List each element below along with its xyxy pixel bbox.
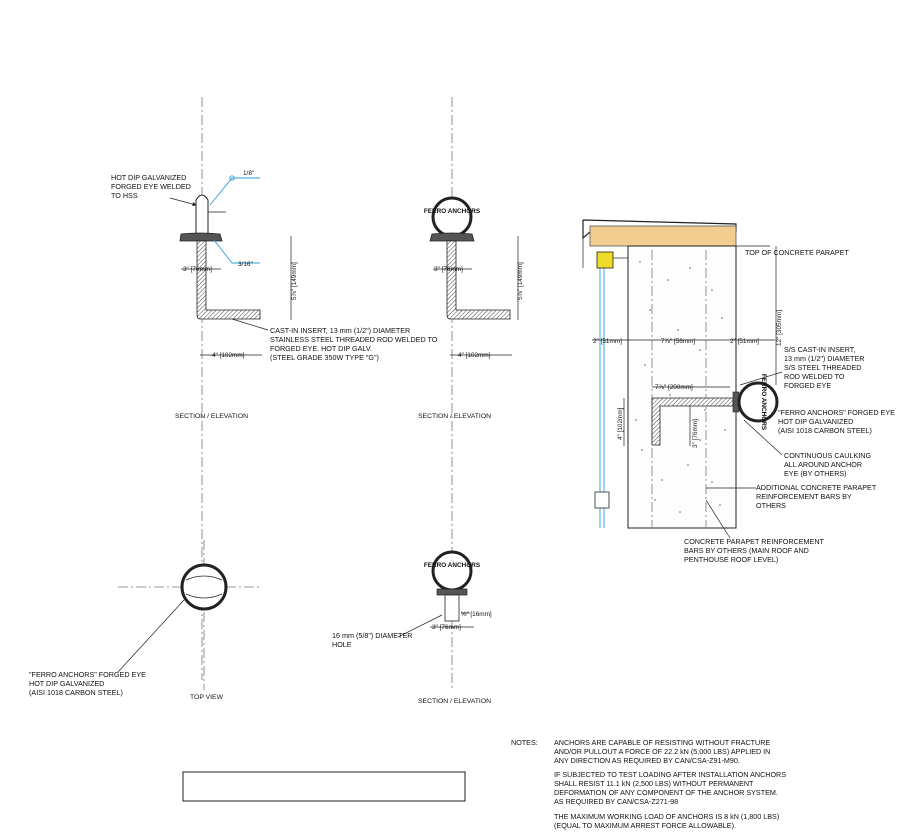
anchor-eye-parapet	[737, 381, 779, 423]
insert-leader	[739, 371, 783, 386]
notes-heading: NOTES:	[511, 738, 538, 747]
note-1: ANCHORS ARE CAPABLE OF RESISTING WITHOUT…	[554, 738, 772, 765]
view-top: "FERRO ANCHORS" FORGED EYE HOT DIP GALVA…	[29, 540, 262, 701]
top-view-note: "FERRO ANCHORS" FORGED EYE HOT DIP GALVA…	[29, 670, 148, 697]
dim-width: 3" [76mm]	[434, 266, 463, 273]
top-of-parapet-label: TOP OF CONCRETE PARAPET	[745, 248, 849, 257]
forged-eye-hss	[195, 194, 209, 239]
threaded-rod-section	[446, 240, 511, 320]
eye-brand-text: FERRO ANCHORS	[760, 374, 767, 431]
dim-thick: ⅝" [16mm]	[461, 611, 492, 618]
view-section-hss: 1/8" 3/16" HOT DIP GALVANIZED FORGED EYE…	[111, 97, 439, 680]
top-bracket	[596, 251, 614, 269]
parapet-insert-note: S/S CAST-IN INSERT, 13 mm (1/2") DIAMETE…	[784, 345, 866, 390]
hole-note: 16 mm (5/8") DIAMETER HOLE	[332, 631, 414, 649]
dim-12: 12" [305mm]	[776, 310, 783, 346]
parapet-eye-note: "FERRO ANCHORS" FORGED EYE HOT DIP GALVA…	[778, 408, 897, 435]
dim-7-7-8: 7⅞" [200mm]	[655, 384, 693, 391]
weld-all-around-icon	[229, 175, 235, 181]
eye-inner-lines	[185, 575, 223, 599]
wood-cap	[589, 225, 737, 247]
dim-2-right: 2" [51mm]	[730, 338, 759, 345]
note-leader	[117, 599, 185, 673]
weld-size-bottom: 3/16"	[238, 261, 253, 268]
eye-brand-text: FERRO ANCHORS	[424, 208, 481, 215]
eye-shank	[444, 594, 460, 622]
forged-eye	[431, 196, 473, 238]
note-3: THE MAXIMUM WORKING LOAD OF ANCHORS IS 8…	[554, 812, 781, 830]
dim-width: 3" [76mm]	[432, 624, 461, 631]
parapet-rebar-note: ADDITIONAL CONCRETE PARAPET REINFORCEMEN…	[756, 483, 878, 510]
insert-leader	[231, 318, 269, 331]
dim-height: 5⅞" [149mm]	[291, 262, 298, 300]
hole-leader	[397, 614, 443, 638]
dim-7-8: 7⅞" [56mm]	[661, 338, 695, 345]
caption-top-view: TOP VIEW	[190, 694, 224, 701]
dim-2-left: 2" [51mm]	[593, 338, 622, 345]
concrete-speckle	[635, 261, 726, 513]
dim-3: 3" [76mm]	[692, 419, 699, 448]
view-section-eye: FERRO ANCHORS 3" [76mm] 5⅞" [149mm] 4" […	[418, 97, 524, 690]
threaded-rod-section	[196, 240, 261, 320]
dim-base: 4" [102mm]	[458, 352, 491, 359]
eye-base	[436, 588, 468, 596]
weld-leader-top	[209, 177, 260, 206]
eye-base	[429, 232, 475, 242]
caption-section-3: SECTION / ELEVATION	[418, 698, 491, 705]
bars-leader	[705, 499, 731, 539]
weld-leader-bottom	[213, 239, 260, 264]
dim-4: 4" [102mm]	[617, 407, 624, 440]
title-box	[182, 771, 466, 802]
bottom-bracket	[594, 491, 610, 509]
dim-base: 4" [102mm]	[212, 352, 245, 359]
view-section-eye-only: FERRO ANCHORS ⅝" [16mm] 3" [76mm] 16 mm …	[332, 550, 492, 705]
caulk-leader	[743, 419, 783, 456]
parapet-caulk-note: CONTINUOUS CAULKING ALL AROUND ANCHOR EY…	[784, 451, 873, 478]
view-parapet-section: TOP OF CONCRETE PARAPET 12" [305mm] 2" […	[582, 219, 897, 564]
parapet-bars-note: CONCRETE PARAPET REINFORCEMENT BARS BY O…	[684, 537, 826, 564]
forged-eye	[431, 550, 473, 592]
eye-brand-text: FERRO ANCHORS	[424, 562, 481, 569]
caption-section-1: SECTION / ELEVATION	[175, 413, 248, 420]
weld-size-top: 1/8"	[243, 170, 254, 177]
dim-width: 3" [76mm]	[183, 266, 212, 273]
insert-note: CAST-IN INSERT, 13 mm (1/2") DIAMETER ST…	[270, 326, 439, 362]
dim-height: 5⅞" [149mm]	[517, 262, 524, 300]
hss-callout: HOT DIP GALVANIZED FORGED EYE WELDED TO …	[111, 173, 193, 200]
callout-leader	[169, 197, 197, 207]
note-2: IF SUBJECTED TO TEST LOADING AFTER INSTA…	[554, 770, 788, 806]
caption-section-2: SECTION / ELEVATION	[418, 413, 491, 420]
eye-ring-top	[180, 563, 228, 611]
general-notes: NOTES: ANCHORS ARE CAPABLE OF RESISTING …	[511, 738, 788, 830]
base-plate	[179, 232, 223, 242]
